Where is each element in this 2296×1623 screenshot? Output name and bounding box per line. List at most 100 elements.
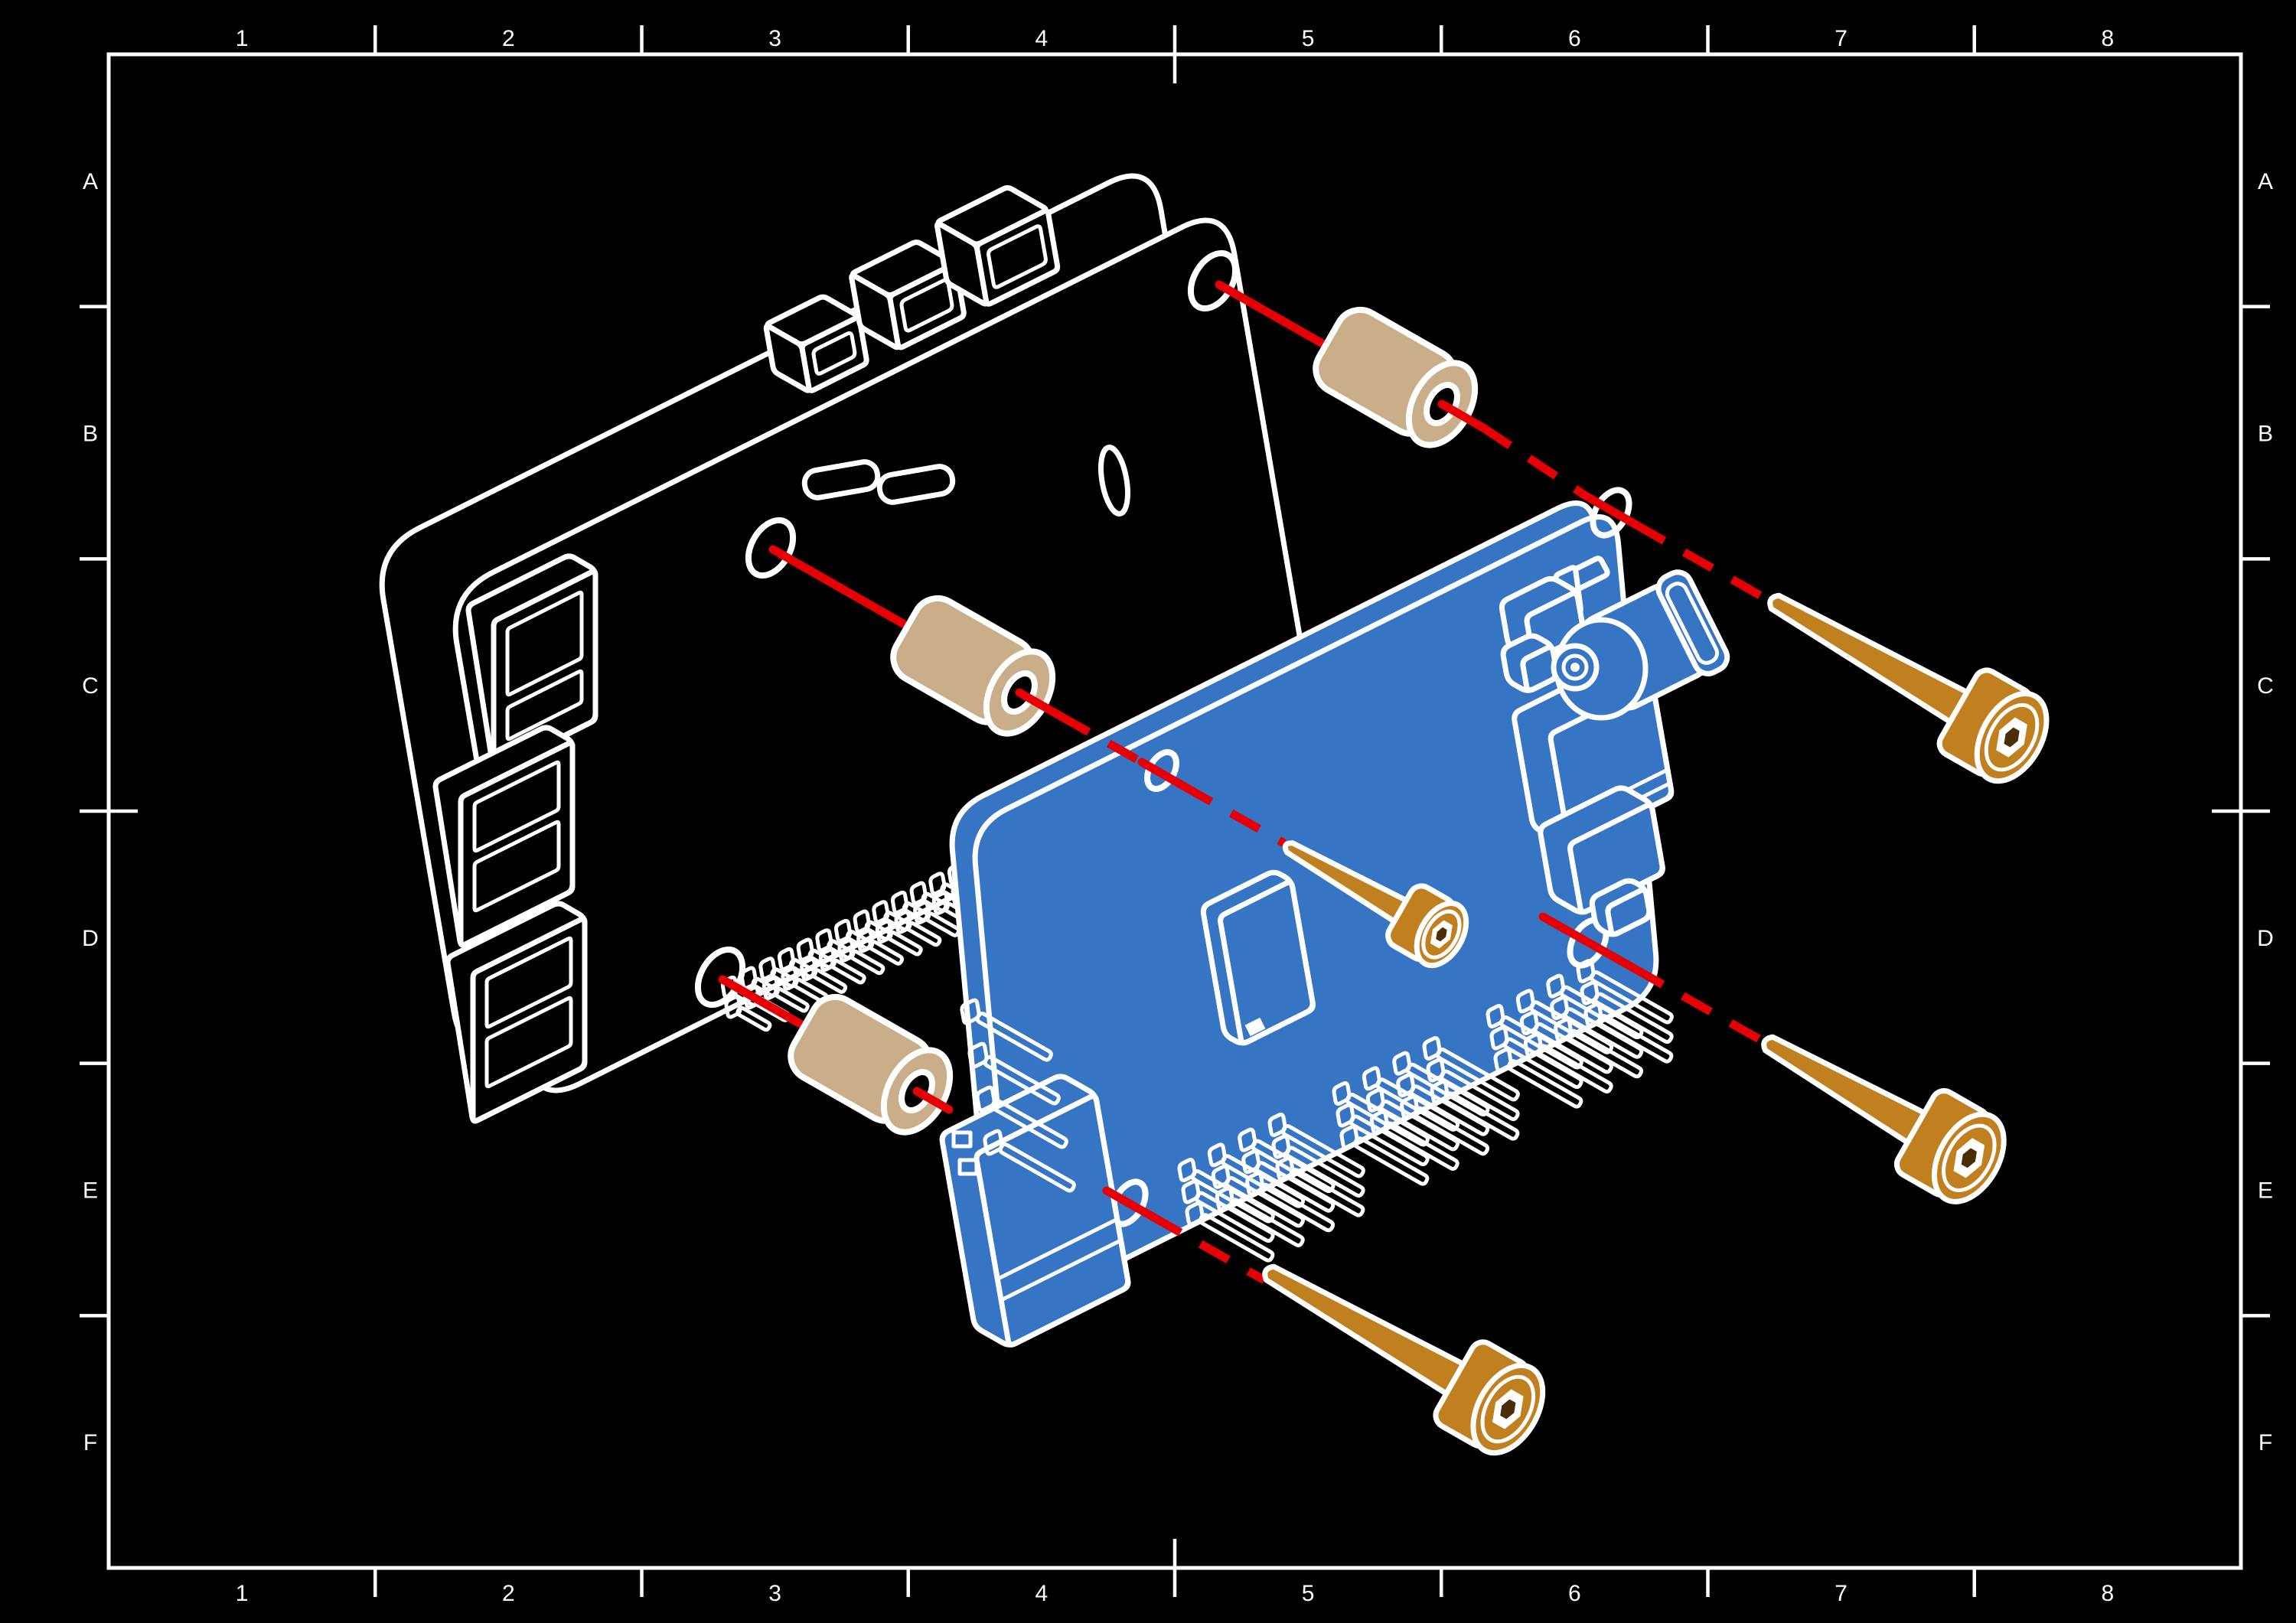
grid-col-label-top: 6 xyxy=(1568,26,1581,51)
grid-row-label-left: E xyxy=(83,1178,98,1204)
grid-row-label-right: D xyxy=(2257,926,2274,951)
screw-1-rim xyxy=(1984,702,2040,772)
servo-pin xyxy=(1254,1161,1336,1213)
gpio-pin xyxy=(830,958,866,985)
usb-stack-1 xyxy=(432,725,576,948)
hat-expansion-board xyxy=(939,487,1730,1348)
servo-pin xyxy=(1499,1015,1583,1070)
usb-stack-2 xyxy=(445,901,588,1124)
screw-2-rim xyxy=(1942,1123,1997,1192)
assembly-line-dashed xyxy=(1150,1213,1267,1284)
assembly-line-solid xyxy=(1581,491,1641,530)
servo-pin xyxy=(1228,1198,1305,1247)
servo-pin xyxy=(1596,1014,1674,1064)
grid-col-label-top: 8 xyxy=(2102,26,2115,51)
usb-c-port-slot xyxy=(811,331,857,376)
terminal-block-detail xyxy=(951,1130,973,1149)
assembly-line-dashed xyxy=(1634,521,1772,605)
assembly-line-solid xyxy=(1015,688,1065,721)
servo-foot xyxy=(1589,878,1652,937)
servo-pin xyxy=(1537,1044,1613,1093)
assembly-line-solid xyxy=(1102,1186,1157,1221)
servo-pin xyxy=(1288,1168,1365,1217)
assembly-line-solid xyxy=(768,545,908,628)
grid-col-label-top: 7 xyxy=(1835,26,1848,51)
standoff-1 xyxy=(1313,306,1479,448)
hdmi-port-2-side xyxy=(934,221,990,307)
screw-1 xyxy=(1767,592,2050,784)
servo-pin xyxy=(1352,1136,1430,1186)
servo-pin xyxy=(1379,1099,1459,1152)
servo-pin xyxy=(1435,1048,1520,1102)
ethernet-port-opening-1 xyxy=(505,669,584,741)
screw-2 xyxy=(1761,1034,2007,1204)
servo-motor xyxy=(1499,556,1730,937)
servo-pin xyxy=(1221,1154,1306,1208)
hdmi-port-2 xyxy=(934,185,1061,307)
grid-col-label-bottom: 2 xyxy=(502,1581,515,1606)
ethernet-port-opening-0 xyxy=(505,590,584,697)
servo-pin xyxy=(1349,1114,1430,1167)
assembly-line-dashed xyxy=(1632,965,1766,1045)
servo-pin xyxy=(1533,1022,1613,1074)
usb-c-port xyxy=(763,294,869,393)
servo-pin xyxy=(1502,1037,1583,1090)
screw-4-rim xyxy=(1421,909,1462,960)
header-pin xyxy=(983,1054,1061,1106)
grid-col-label-bottom: 5 xyxy=(1302,1581,1315,1606)
standoff-3 xyxy=(788,993,954,1136)
screw-1-shaft xyxy=(1767,592,1970,725)
servo-pin xyxy=(1559,985,1644,1040)
gpio-pin xyxy=(886,930,923,957)
servo-pin xyxy=(1567,1028,1644,1079)
usb-c-port-side xyxy=(763,323,812,393)
servo-pin xyxy=(1194,1191,1275,1243)
servo-pin xyxy=(1284,1146,1365,1198)
assembly-line-dashed xyxy=(1058,712,1144,766)
ic-chip-face xyxy=(1218,879,1316,1046)
header-pin-block xyxy=(983,1129,1004,1156)
grid-row-label-right: C xyxy=(2257,673,2274,699)
grid-row-label-left: C xyxy=(82,673,99,699)
servo-pin xyxy=(1258,1182,1336,1233)
servo-horn-ring xyxy=(1561,653,1589,681)
ic-chip xyxy=(1200,869,1316,1046)
servo-pin xyxy=(1280,1124,1365,1178)
servo-pin xyxy=(1405,1062,1490,1117)
usb-stack-1-opening-1 xyxy=(472,820,561,913)
servo-pin xyxy=(1190,1169,1275,1224)
terminal-block-detail xyxy=(957,1158,979,1176)
servo-pin xyxy=(1198,1213,1275,1263)
assembly-line-solid xyxy=(1538,912,1639,973)
servo-cap-inner xyxy=(1665,582,1720,665)
grid-row-label-left: D xyxy=(82,926,99,951)
grid-row-label-right: B xyxy=(2258,422,2273,447)
assembly-line-dashed xyxy=(1181,782,1287,847)
servo-pin xyxy=(1529,1000,1614,1054)
terminal-block-seam xyxy=(1000,1238,1123,1302)
assembly-line-dashed xyxy=(1480,424,1589,500)
usb-stack-1-face xyxy=(458,740,576,948)
board-front-face xyxy=(452,217,1309,1093)
grid-col-label-bottom: 7 xyxy=(1835,1581,1848,1606)
usb-stack-2-face xyxy=(470,916,588,1124)
servo-pin xyxy=(1345,1093,1430,1147)
assembly-line-solid xyxy=(912,1087,954,1114)
header-pin xyxy=(975,1011,1053,1062)
hdmi-port-2-slot xyxy=(987,224,1048,289)
fpc-slot-1 xyxy=(801,459,881,500)
terminal-block-face xyxy=(974,1093,1131,1348)
grid-col-label-bottom: 1 xyxy=(236,1581,249,1606)
servo-pin xyxy=(1439,1069,1520,1122)
servo-pin xyxy=(1375,1077,1460,1132)
header-pin-block xyxy=(975,1085,996,1113)
grid-col-label-bottom: 6 xyxy=(1568,1581,1581,1606)
hdmi-port-1-side xyxy=(849,272,901,350)
ic-chip-notch xyxy=(1244,1017,1266,1037)
gpio-pin xyxy=(811,968,848,994)
fpc-slot-2 xyxy=(876,464,956,505)
grid-row-label-right: A xyxy=(2258,169,2273,194)
